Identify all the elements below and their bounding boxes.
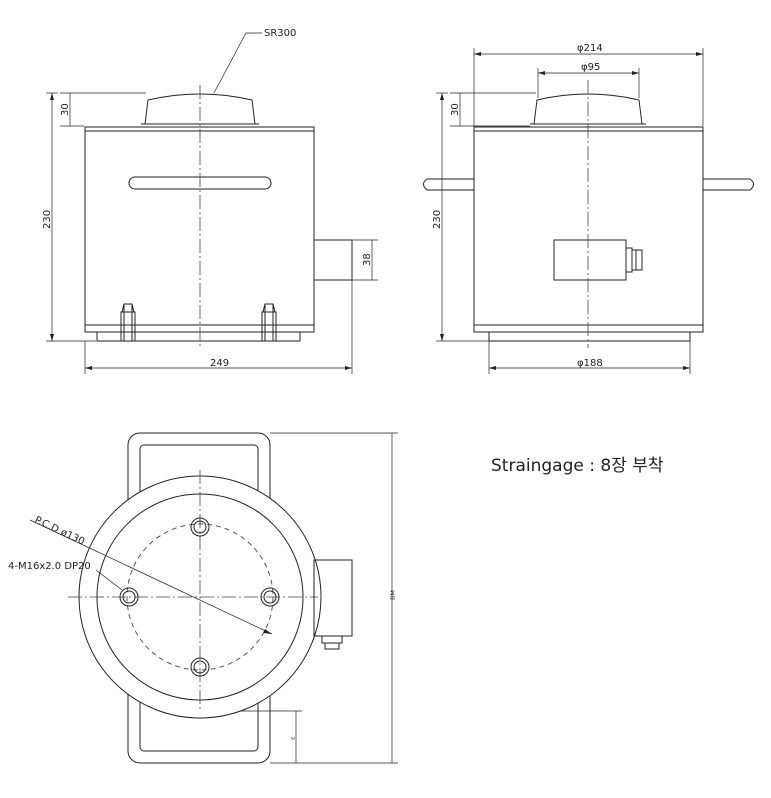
front-dim-height: 230 xyxy=(42,210,53,229)
top-view: ᴮᴹ ᵋ P.C.D ø130 4-M16x2.0 DP20 xyxy=(8,432,401,764)
pcd-label: P.C.D ø130 xyxy=(33,515,86,548)
side-view: φ214 φ95 30 230 φ188 xyxy=(423,43,754,374)
hole-left xyxy=(119,587,139,607)
front-view: SR300 30 230 38 249 xyxy=(42,28,378,374)
front-bolt-left xyxy=(120,303,136,342)
front-bolt-right xyxy=(261,303,277,342)
sr-radius-label: SR300 xyxy=(264,28,296,39)
side-dim-base-dia: φ188 xyxy=(577,358,603,369)
side-dim-top: 30 xyxy=(450,103,461,116)
front-dim-connector: 38 xyxy=(362,253,373,266)
top-dim-small: ᵋ xyxy=(290,736,301,740)
straingage-note: Straingage : 8장 부착 xyxy=(491,456,664,476)
hole-bottom xyxy=(190,657,210,677)
front-dim-width: 249 xyxy=(210,358,229,369)
side-dim-outer-dia: φ214 xyxy=(577,43,603,54)
top-dim-right: ᴮᴹ xyxy=(390,590,401,600)
hole-right xyxy=(260,587,280,607)
side-dim-button-dia: φ95 xyxy=(581,62,600,73)
hole-top xyxy=(190,517,210,537)
front-dim-top: 30 xyxy=(60,103,71,116)
side-dim-height: 230 xyxy=(432,210,443,229)
hole-spec-label: 4-M16x2.0 DP20 xyxy=(8,561,91,572)
